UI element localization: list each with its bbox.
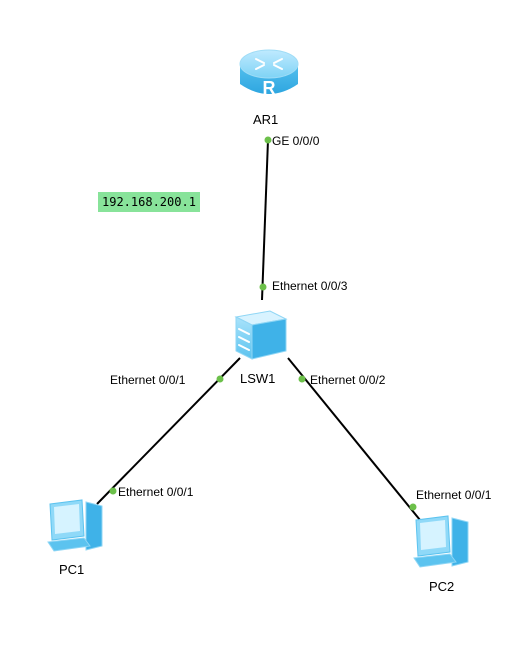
pc1-computer-icon[interactable] — [44, 496, 110, 554]
pc1-port-label: Ethernet 0/0/1 — [118, 485, 194, 499]
pc2-computer-icon[interactable] — [410, 512, 476, 570]
port-dot-pc2-e001 — [409, 503, 417, 511]
switch-port-right-label: Ethernet 0/0/2 — [310, 373, 386, 387]
link-lsw1-pc2[interactable] — [287, 357, 421, 521]
pc2-port-label: Ethernet 0/0/1 — [416, 488, 492, 502]
switch-name: LSW1 — [240, 371, 276, 386]
link-ar1-lsw1[interactable] — [261, 139, 269, 301]
ip-address-note[interactable]: 192.168.200.1 — [98, 192, 200, 212]
switch-icon[interactable] — [230, 307, 290, 361]
switch-port-left-label: Ethernet 0/0/1 — [110, 373, 186, 387]
router-name: AR1 — [253, 112, 279, 127]
router-icon[interactable]: R — [238, 46, 300, 104]
port-dot-lsw1-e001 — [216, 375, 224, 383]
port-dot-ar1-ge000 — [264, 136, 272, 144]
switch-port-up-label: Ethernet 0/0/3 — [272, 279, 348, 293]
pc2-name: PC2 — [429, 579, 455, 594]
link-lsw1-pc1[interactable] — [96, 357, 241, 505]
port-dot-pc1-e001 — [109, 487, 117, 495]
pc1-name: PC1 — [59, 562, 85, 577]
svg-text:R: R — [263, 78, 276, 98]
router-port-label: GE 0/0/0 — [272, 134, 320, 148]
port-dot-lsw1-e003 — [259, 283, 267, 291]
port-dot-lsw1-e002 — [298, 375, 306, 383]
